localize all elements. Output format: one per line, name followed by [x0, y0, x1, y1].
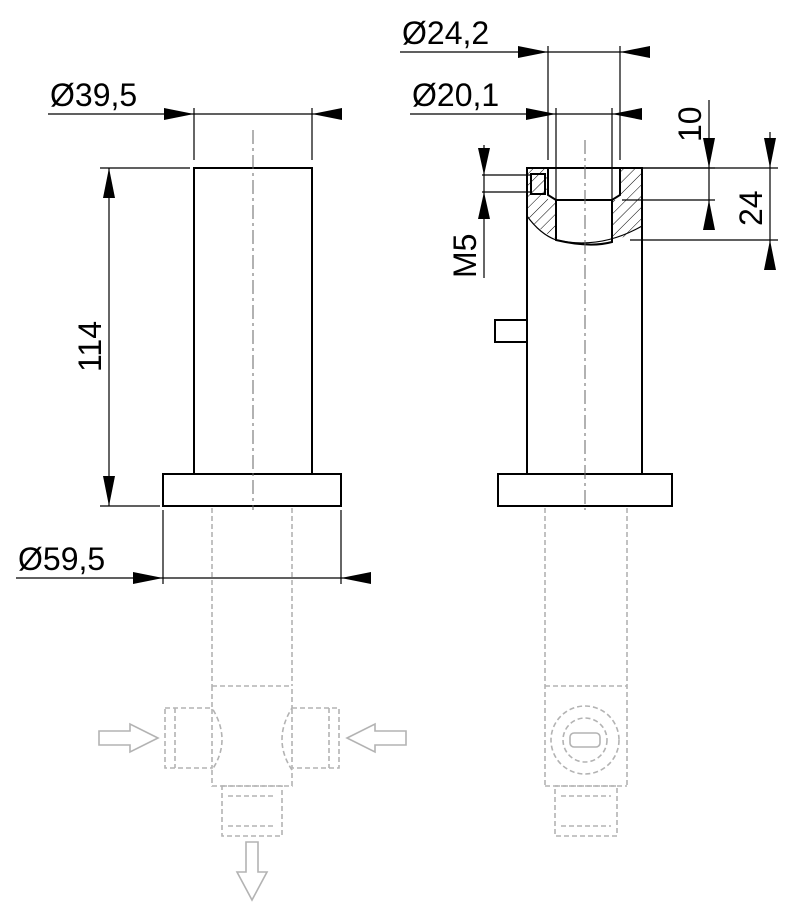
dim-left-height: 114: [72, 167, 190, 507]
side-pin: [494, 319, 528, 343]
right-ghost-assembly: [544, 508, 628, 837]
dim-right-depth-small: 10: [622, 100, 715, 230]
dim-right-inner-diameter: Ø20,1: [410, 77, 642, 200]
label-right-depth-small: 10: [672, 106, 708, 142]
m5-screw: [530, 173, 546, 195]
left-view: Ø39,5 114 Ø59,5: [16, 77, 407, 902]
dim-left-base-diameter: Ø59,5: [16, 510, 371, 584]
dim-left-top-diameter: Ø39,5: [48, 77, 342, 160]
label-right-inner-diameter: Ø20,1: [412, 77, 499, 113]
label-thread: M5: [447, 234, 483, 278]
inflow-arrow-left: [98, 722, 160, 754]
right-view: Ø24,2 Ø20,1 10 24: [400, 15, 778, 837]
inflow-arrow-right: [345, 722, 407, 754]
label-left-base-diameter: Ø59,5: [18, 541, 105, 577]
dim-right-outer-diameter: Ø24,2: [400, 15, 650, 160]
left-base-flange: [162, 473, 342, 507]
dim-thread: M5: [447, 145, 531, 278]
label-left-height: 114: [72, 321, 108, 372]
label-right-depth-large: 24: [733, 190, 769, 226]
label-left-top-diameter: Ø39,5: [50, 77, 137, 113]
right-section-hatch: [527, 168, 556, 238]
left-ghost-assembly: [98, 508, 407, 902]
outflow-arrow-down: [235, 841, 269, 902]
label-right-outer-diameter: Ø24,2: [402, 15, 489, 51]
dim-right-depth-large: 24: [630, 132, 778, 270]
